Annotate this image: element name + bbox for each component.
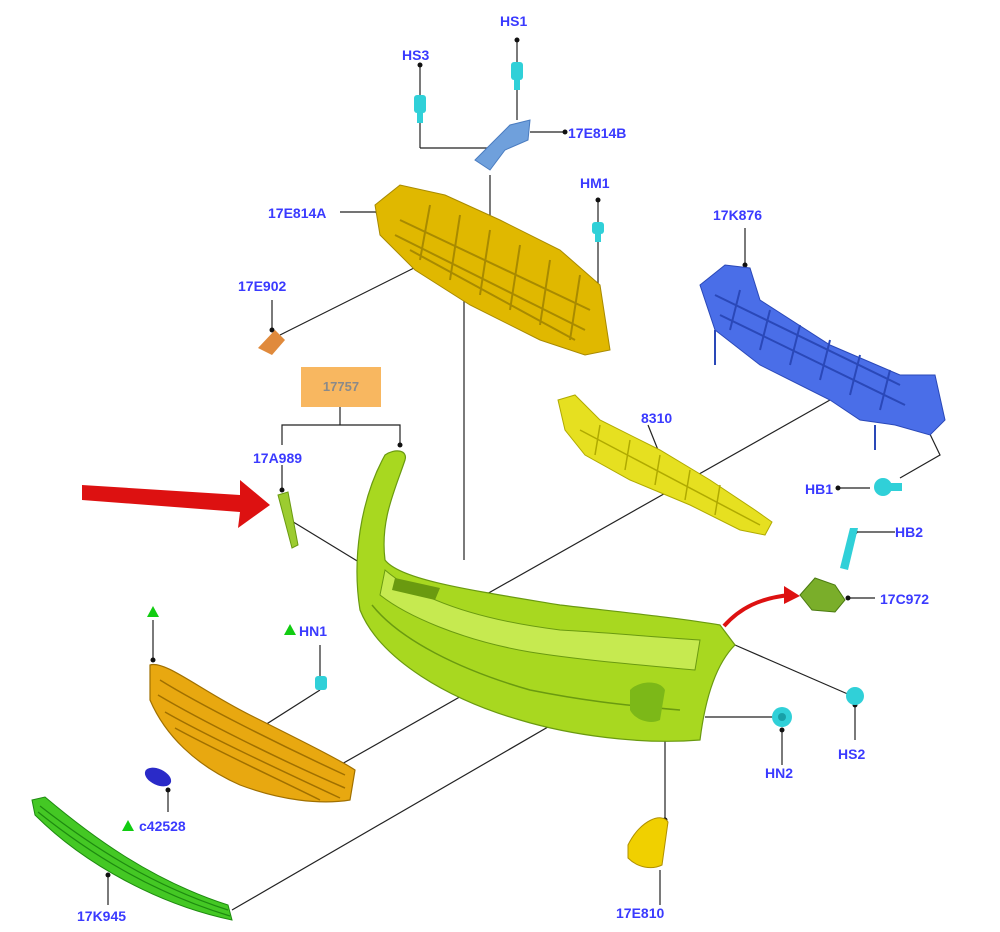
fastener-hb1 <box>874 478 902 496</box>
leader-lines <box>107 40 941 911</box>
reinforcement-17k876 <box>699 264 946 450</box>
red-arrow-icon <box>82 480 270 528</box>
label-17e814a: 17E814A <box>268 205 327 221</box>
triangle-marker-icon <box>147 606 159 617</box>
label-hs2: HS2 <box>838 746 866 762</box>
part-17e902 <box>258 330 285 355</box>
bracket-17e814b <box>474 119 531 171</box>
label-17e814b: 17E814B <box>568 125 627 141</box>
triangle-marker-icon <box>284 624 296 635</box>
label-c42528: c42528 <box>139 818 186 834</box>
label-hs1: HS1 <box>500 13 528 29</box>
label-hs3: HS3 <box>402 47 430 63</box>
lower-grille-17k945 <box>31 796 233 921</box>
bracket-17e814a <box>374 184 611 356</box>
label-hn2: HN2 <box>765 765 794 781</box>
part-17a989 <box>277 491 299 549</box>
label-17a989: 17A989 <box>253 450 303 466</box>
fastener-hn2 <box>772 707 792 727</box>
label-17e902: 17E902 <box>238 278 287 294</box>
part-group-box: 17757 <box>301 367 381 407</box>
fastener-hs1 <box>511 62 523 90</box>
label-8310: 8310 <box>641 410 673 426</box>
label-17k945: 17K945 <box>77 908 127 924</box>
grille <box>149 663 356 803</box>
label-hm1: HM1 <box>580 175 610 191</box>
fastener-hs2 <box>846 687 864 705</box>
label-17k876: 17K876 <box>713 207 763 223</box>
label-17e810: 17E810 <box>616 905 665 921</box>
triangle-marker-icon <box>122 820 134 831</box>
label-hb2: HB2 <box>895 524 924 540</box>
fastener-hb2 <box>840 528 858 570</box>
bracket-17c972 <box>799 577 846 613</box>
fastener-hs3 <box>414 95 426 123</box>
label-hb1: HB1 <box>805 481 834 497</box>
fastener-hn1 <box>315 676 327 690</box>
emblem-c42528 <box>144 767 172 787</box>
bumper-cover <box>356 450 736 742</box>
absorber-8310 <box>557 394 773 536</box>
part-17e810 <box>627 817 669 869</box>
label-17c972: 17C972 <box>880 591 930 607</box>
red-arrow-icon <box>722 586 800 628</box>
label-hn1: HN1 <box>299 623 328 639</box>
fastener-hm1 <box>592 222 604 242</box>
